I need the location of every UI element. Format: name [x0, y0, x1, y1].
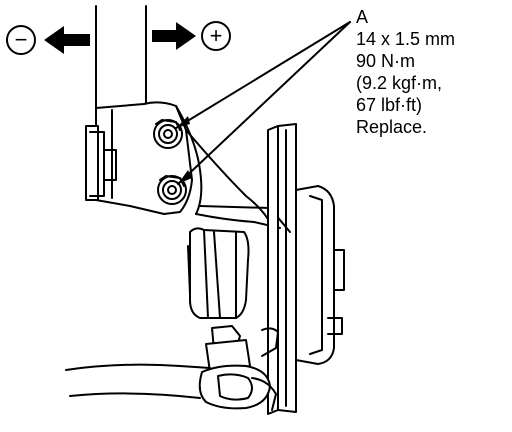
bolt-spec-callout: A 14 x 1.5 mm 90 N·m (9.2 kgf·m, 67 lbf·… — [356, 6, 506, 138]
right-arrow-icon — [152, 22, 196, 50]
lower-control-arm — [65, 363, 277, 411]
replace-note: Replace. — [356, 117, 428, 137]
strut-tube — [95, 5, 147, 109]
wheel-hub — [295, 185, 345, 365]
torque-nm: 90 N·m — [356, 51, 416, 71]
minus-direction-indicator: − — [6, 25, 90, 55]
upper-bolt — [153, 119, 183, 149]
brake-disc — [267, 123, 297, 415]
ball-joint-boot — [187, 227, 250, 319]
left-arrow-icon — [44, 26, 90, 54]
minus-symbol: − — [15, 27, 28, 52]
torque-kgfm: (9.2 kgf·m, — [356, 73, 443, 93]
lower-joint — [205, 325, 279, 373]
callout-letter: A — [356, 7, 369, 27]
bolt-size: 14 x 1.5 mm — [356, 29, 456, 49]
plus-symbol: + — [210, 23, 223, 48]
callout-leader-lines — [175, 21, 351, 185]
plus-direction-indicator: + — [152, 21, 231, 51]
torque-lbfft: 67 lbf·ft) — [356, 95, 423, 115]
